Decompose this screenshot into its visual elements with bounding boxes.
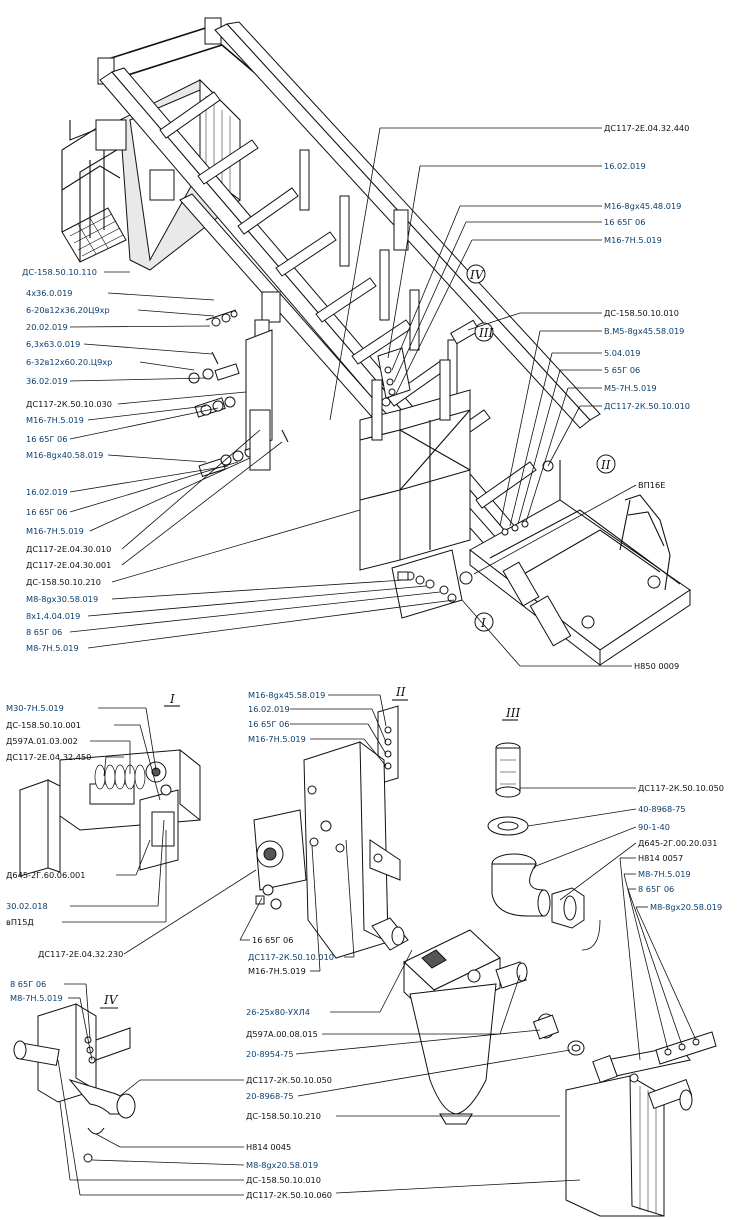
part-label: ДС-158.50.10.010 xyxy=(604,308,679,318)
detail-II: II xyxy=(253,685,408,959)
part-label: 5.04.019 xyxy=(604,348,640,358)
part-label: 8 65Г 06 xyxy=(638,884,674,894)
part-label: ДС-158.50.10.110 xyxy=(22,267,97,277)
part-label: ДС-158.50.10.210 xyxy=(246,1111,321,1121)
part-label: 4х36.0.019 xyxy=(26,288,73,298)
part-label: ДС117-2Е.04.30.001 xyxy=(26,560,111,570)
section-marker-III: III xyxy=(478,326,493,340)
main-frame-assembly: IV III II I xyxy=(61,17,691,667)
bottom-frame xyxy=(469,460,691,667)
section-markers: IV III II I xyxy=(466,264,616,632)
part-label: М8-8gх30.58.019 xyxy=(26,594,98,604)
part-label: ДС117-2Е.04.32.230 xyxy=(38,949,123,959)
part-label: 90-1-40 xyxy=(638,822,670,832)
part-label: М16-7Н.5.019 xyxy=(248,734,306,744)
leader-lines xyxy=(57,127,697,1196)
part-label: 20-8968-75 xyxy=(246,1091,294,1101)
detail-II-title: II xyxy=(395,685,406,699)
detail-III-title: III xyxy=(505,706,520,720)
exploded-fasteners-left xyxy=(188,309,289,478)
part-label: ВП16Е xyxy=(638,480,665,490)
part-labels: ДС117-2Е.04.32.440 16.02.019 М16-8gх45.4… xyxy=(6,123,724,1200)
part-label: Д645-2Г.00.20.031 xyxy=(638,838,717,848)
part-label: ДС117-2К.50.10.030 xyxy=(26,399,112,409)
part-label: 6-20в12х36.20Ц9хр xyxy=(26,305,110,315)
section-marker-I: I xyxy=(480,616,486,630)
part-label: 20.02.019 xyxy=(26,322,68,332)
part-label: М8-8gх20.58.019 xyxy=(246,1160,318,1170)
part-label: 16 65Г 06 xyxy=(26,507,67,517)
part-label: 6,3х63.0.019 xyxy=(26,339,80,349)
part-label: 16.02.019 xyxy=(26,487,68,497)
part-label: ДС-158.50.10.210 xyxy=(26,577,101,587)
part-label: 40-8968-75 xyxy=(638,804,686,814)
detail-IV: IV xyxy=(13,993,136,1163)
part-label: 16 65Г 06 xyxy=(26,434,67,444)
part-label: 8 65Г 06 xyxy=(26,627,62,637)
part-label: Д645-2Г.60.06.001 xyxy=(6,870,85,880)
part-label: ДС117-2К.50.10.010 xyxy=(248,952,334,962)
part-label: 16 65Г 06 xyxy=(248,719,289,729)
part-label: Н850 0009 xyxy=(634,661,679,671)
exploded-fasteners-bottom xyxy=(391,549,463,619)
part-label: В.М5-8gх45.58.019 xyxy=(604,326,684,336)
part-label: вП15Д xyxy=(6,917,34,927)
part-label: Н814 0057 xyxy=(638,853,683,863)
part-label: ДС117-2Е.04.32.450 xyxy=(6,752,91,762)
part-label: М16-8gх45.48.019 xyxy=(604,201,681,211)
part-label: М16-7Н.5.019 xyxy=(26,526,84,536)
part-label: М30-7Н.5.019 xyxy=(6,703,64,713)
exploded-fasteners-right xyxy=(377,319,480,399)
part-label: М8-7Н.5.019 xyxy=(26,643,79,653)
part-label: 16.02.019 xyxy=(604,161,646,171)
part-label: 20-8954-75 xyxy=(246,1049,294,1059)
section-marker-IV: IV xyxy=(469,268,485,282)
part-label: М16-8gх45.58.019 xyxy=(248,690,325,700)
support-tower xyxy=(359,359,471,571)
part-label: М16-7Н.5.019 xyxy=(248,966,306,976)
part-label: ДС117-2Е.04.30.010 xyxy=(26,544,111,554)
detail-I-title: I xyxy=(169,692,175,706)
part-label: 30.02.018 xyxy=(6,901,48,911)
part-label: 16.02.019 xyxy=(248,704,290,714)
part-label: 16 65Г 06 xyxy=(604,217,645,227)
part-label: М8-7Н.5.019 xyxy=(638,869,691,879)
part-label: М8-7Н.5.019 xyxy=(10,993,63,1003)
part-label: М16-8gх40.58.019 xyxy=(26,450,103,460)
part-label: ДС117-2К.50.10.050 xyxy=(246,1075,332,1085)
part-label: Д597А.01.03.002 xyxy=(6,736,78,746)
part-label: 36.02.019 xyxy=(26,376,68,386)
detail-IV-title: IV xyxy=(103,993,119,1007)
part-label: М16-7Н.5.019 xyxy=(26,415,84,425)
part-label: ДС117-2К.50.10.010 xyxy=(604,401,690,411)
detail-I: I xyxy=(19,692,201,877)
part-label: ДС-158.50.10.001 xyxy=(6,720,81,730)
section-marker-II: II xyxy=(600,458,611,472)
part-label: 8х1,4.04.019 xyxy=(26,611,80,621)
filter-assembly xyxy=(371,917,585,1125)
tank-bracket xyxy=(565,1031,717,1217)
part-label: Н814 0045 xyxy=(246,1142,291,1152)
part-label: ДС117-2К.50.10.060 xyxy=(246,1190,332,1200)
part-label: 16 65Г 06 xyxy=(252,935,293,945)
part-label: 26-25х80-УХЛ4 xyxy=(246,1007,310,1017)
part-label: Д597А.00.08.015 xyxy=(246,1029,318,1039)
part-label: М16-7Н.5.019 xyxy=(604,235,662,245)
part-label: М5-7Н.5.019 xyxy=(604,383,657,393)
part-label: 8 65Г 06 xyxy=(10,979,46,989)
part-label: ДС117-2К.50.10.050 xyxy=(638,783,724,793)
detail-III: III xyxy=(487,706,585,929)
part-label: ДС117-2Е.04.32.440 xyxy=(604,123,689,133)
part-label: 5 65Г 06 xyxy=(604,365,640,375)
part-label: 6-32в12х60.20.Ц9хр xyxy=(26,357,112,367)
part-label: М8-8gх20.58.019 xyxy=(650,902,722,912)
part-label: ДС-158.50.10.010 xyxy=(246,1175,321,1185)
